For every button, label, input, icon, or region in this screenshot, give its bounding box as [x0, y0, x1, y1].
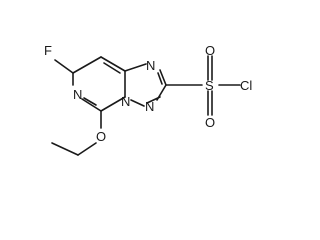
atom-oxygen-bottom: O: [205, 115, 215, 130]
atom-oxygen-ether: O: [96, 129, 106, 144]
atom-n-pyrimidine: N: [73, 87, 82, 102]
chemical-structure: F N N N N S Cl O O O: [44, 43, 252, 156]
bond-lines: [51, 55, 241, 156]
atom-chlorine: Cl: [240, 78, 252, 93]
atom-n-bridge: N: [121, 94, 130, 109]
atom-fluorine: F: [44, 43, 52, 58]
atom-oxygen-top: O: [205, 43, 215, 58]
atom-sulfur: S: [205, 78, 214, 93]
atom-n-triazole-bottom: N: [145, 99, 154, 114]
atom-n-triazole-top: N: [146, 58, 155, 73]
